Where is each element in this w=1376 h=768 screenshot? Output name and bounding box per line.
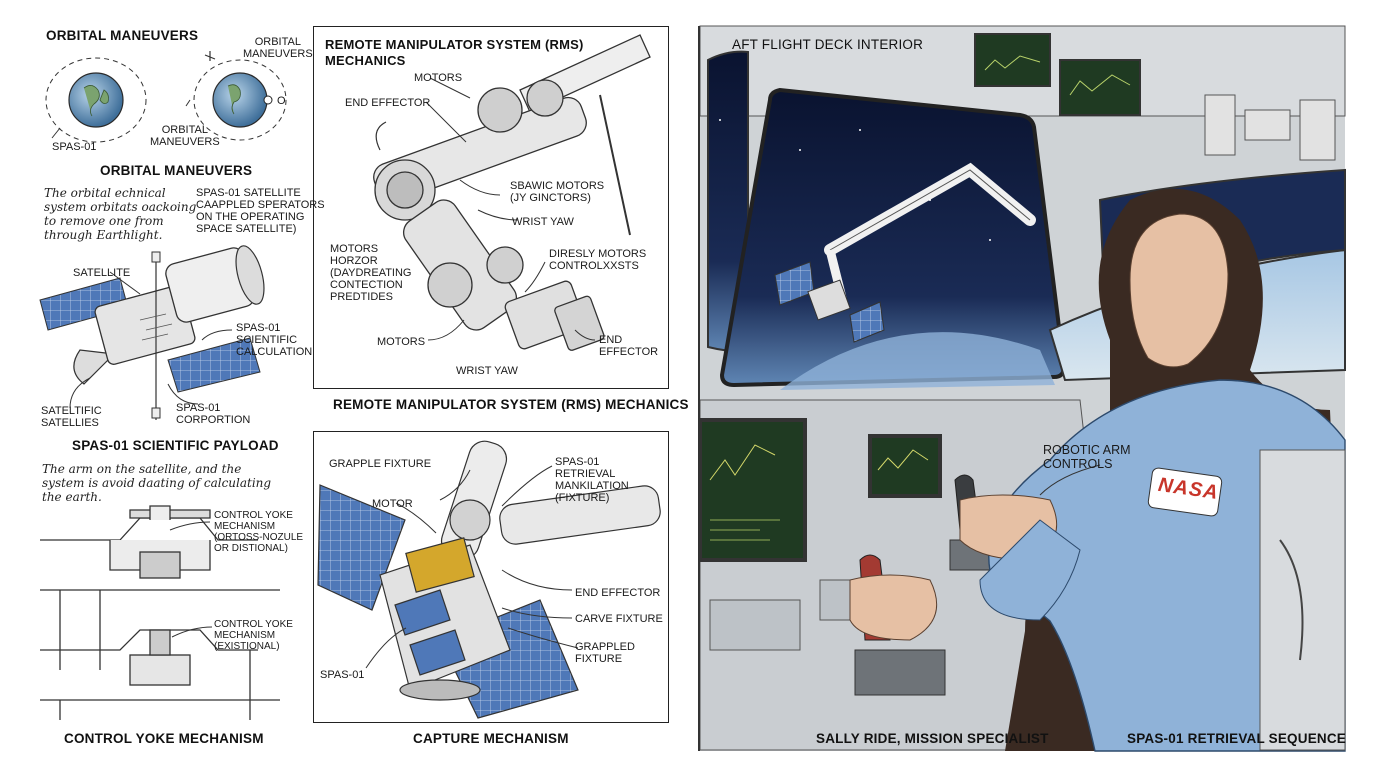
capture-spas-label: SPAS-01	[320, 669, 365, 681]
capture-end-effector: END EFFECTOR	[575, 587, 661, 599]
capture-carve-fixture: CARVE FIXTURE	[575, 613, 663, 625]
caption-retrieval-sequence: SPAS-01 RETRIEVAL SEQUENCE	[1127, 731, 1346, 746]
orbital-maneuvers-title-mid: ORBITAL MANEUVERS	[100, 163, 253, 178]
handwritten-note-2: The arm on the satellite, and the system…	[42, 462, 272, 504]
capture-caption: CAPTURE MECHANISM	[413, 731, 569, 746]
satellite-label: SATELLITE	[73, 267, 131, 279]
rms-end-effector-top: END EFFECTOR	[345, 97, 431, 109]
spas-satellite-drawing	[39, 245, 265, 420]
orbit-label-spas: SPAS-01	[52, 141, 97, 153]
rms-caption: REMOTE MANIPULATOR SYSTEM (RMS) MECHANIC…	[333, 397, 689, 412]
orbit-diagram-left	[45, 57, 147, 143]
capture-mechanism-drawing	[317, 440, 661, 719]
rms-header: REMOTE MANIPULATOR SYSTEM (RMS) MECHANIC…	[325, 37, 584, 68]
flight-deck-title: AFT FLIGHT DECK INTERIOR	[732, 37, 924, 52]
spas-caption-1: SPAS-01 SATELLITE CAAPPLED SPERATORS ON …	[196, 187, 325, 235]
rms-end-effector-bottom: END EFFECTOR	[599, 334, 659, 358]
column-divider	[698, 26, 700, 751]
rms-motors-horzor: MOTORS HORZOR (DAYDREATING CONTECTION PR…	[330, 243, 412, 303]
yoke-label-2: CONTROL YOKE MECHANISM (EXISTIONAL)	[214, 619, 293, 652]
robotic-arm-controls-label: ROBOTIC ARM CONTROLS	[1043, 443, 1131, 471]
rms-sbaric-motors: SBAWIC MOTORS (JY GINCTORS)	[510, 180, 605, 204]
capture-spas-retrieval: SPAS-01 RETRIEVAL MANKILATION (FIXTURE)	[555, 456, 629, 504]
leader-lines	[69, 77, 1101, 669]
control-yoke-drawing	[40, 505, 280, 720]
rms-arm-drawing	[373, 34, 651, 351]
handwritten-note-1: The orbital echnical system orbitats oac…	[44, 186, 197, 242]
rms-motors-bottom: MOTORS	[377, 336, 426, 348]
orbital-maneuvers-title-top: ORBITAL MANEUVERS	[46, 28, 199, 43]
orbit-label-o: O	[277, 95, 286, 107]
spas-scientific-calculation: SPAS-01 SCIENTIFIC CALCULATION	[236, 322, 313, 358]
orbit-diagram-right	[185, 51, 287, 141]
rms-panel-frame	[313, 26, 669, 389]
yoke-label-1: CONTROL YOKE MECHANISM (ORTOSS-NOZULE OR…	[214, 510, 304, 554]
capture-motor: MOTOR	[372, 498, 413, 510]
spas-corporation-label: SPAS-01 CORPORTION	[176, 402, 251, 426]
capture-panel-frame	[313, 431, 669, 723]
caption-sally-ride: SALLY RIDE, MISSION SPECIALIST	[816, 731, 1049, 746]
sateltific-label: SATELTIFIC SATELLIES	[41, 405, 102, 429]
rms-diresly-motors: DIRESLY MOTORS CONTROLXXSTS	[549, 248, 647, 272]
scientific-payload-title: SPAS-01 SCIENTIFIC PAYLOAD	[72, 438, 279, 453]
rms-wrist-yaw-top: WRIST YAW	[512, 216, 574, 228]
capture-grappled-fixture: GRAPPLED FIXTURE	[575, 641, 635, 665]
capture-grapple-fixture: GRAPPLE FIXTURE	[329, 458, 432, 470]
flight-deck-scene	[698, 25, 1346, 752]
rms-motors-top: MOTORS	[414, 72, 463, 84]
rms-wrist-yaw-bottom: WRIST YAW	[456, 365, 518, 377]
control-yoke-title: CONTROL YOKE MECHANISM	[64, 731, 264, 746]
